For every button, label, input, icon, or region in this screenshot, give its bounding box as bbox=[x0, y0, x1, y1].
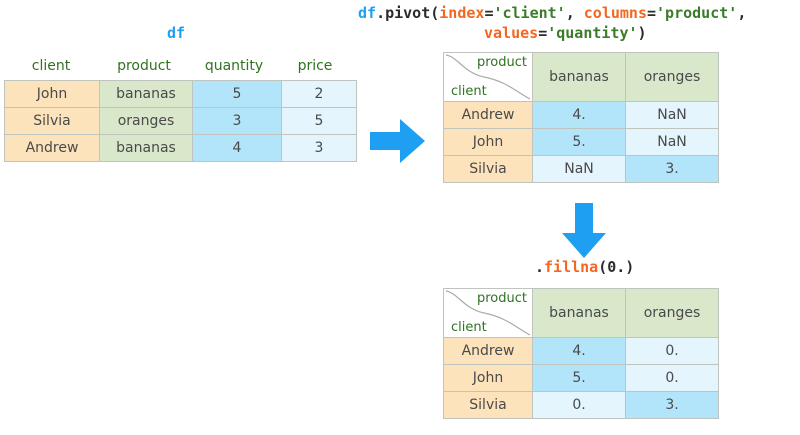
code-token: index bbox=[439, 4, 485, 22]
table-cell: John bbox=[4, 80, 100, 108]
index-cell: Silvia bbox=[443, 391, 533, 419]
pivot-corner-cell: product client bbox=[443, 288, 533, 338]
table-cell: NaN bbox=[625, 128, 719, 156]
table-cell: 0. bbox=[532, 391, 626, 419]
pivot-corner-cell: product client bbox=[443, 52, 533, 102]
index-cell: John bbox=[443, 128, 533, 156]
code-token: .pivot( bbox=[376, 4, 440, 22]
table-cell: 4. bbox=[532, 101, 626, 129]
table-cell: Andrew bbox=[4, 134, 100, 162]
table-cell: 3. bbox=[625, 391, 719, 419]
column-header-cell: bananas bbox=[532, 288, 626, 338]
corner-split: product client bbox=[444, 289, 532, 337]
df-column-header-price: price bbox=[297, 58, 333, 74]
column-header-cell: bananas bbox=[532, 52, 626, 102]
code-token: columns bbox=[583, 4, 647, 22]
table-cell: bananas bbox=[99, 134, 193, 162]
code-token: = bbox=[538, 24, 548, 42]
df-column-header-quantity: quantity bbox=[204, 58, 264, 74]
table-cell: 3. bbox=[625, 155, 719, 183]
corner-curve-icon bbox=[445, 54, 531, 100]
table-cell: 2 bbox=[281, 80, 357, 108]
df-column-header-product: product bbox=[117, 58, 171, 74]
df-title-label: df bbox=[166, 24, 186, 42]
code-token: , bbox=[565, 4, 584, 22]
corner-split: product client bbox=[444, 53, 532, 101]
table-cell: 5 bbox=[281, 107, 357, 135]
table-cell: 0. bbox=[625, 364, 719, 392]
table-cell: 3 bbox=[192, 107, 282, 135]
corner-index-label: client bbox=[451, 84, 487, 99]
code-token: 'client' bbox=[493, 4, 566, 22]
code-token: df bbox=[358, 4, 377, 22]
code-token: ) bbox=[637, 24, 647, 42]
corner-columns-label: product bbox=[476, 55, 527, 70]
table-cell: 4. bbox=[532, 337, 626, 365]
code-token: 'quantity' bbox=[547, 24, 638, 42]
table-cell: NaN bbox=[532, 155, 626, 183]
table-cell: bananas bbox=[99, 80, 193, 108]
table-cell: 0. bbox=[625, 337, 719, 365]
code-token: = bbox=[484, 4, 494, 22]
table-cell: 5. bbox=[532, 128, 626, 156]
code-token: fillna bbox=[544, 258, 599, 276]
table-cell: 3 bbox=[281, 134, 357, 162]
arrow-down-fillna-icon bbox=[562, 203, 606, 258]
code-token: (0.) bbox=[598, 258, 635, 276]
table-cell: Silvia bbox=[4, 107, 100, 135]
arrow-right-pivot-icon bbox=[370, 119, 425, 163]
table-cell: 4 bbox=[192, 134, 282, 162]
code-token: . bbox=[535, 258, 545, 276]
code-token: , bbox=[737, 4, 747, 22]
column-header-cell: oranges bbox=[625, 52, 719, 102]
index-cell: Andrew bbox=[443, 101, 533, 129]
pivot-code-line-2: values='quantity') bbox=[484, 24, 647, 42]
index-cell: John bbox=[443, 364, 533, 392]
pivot-code-line-1: df.pivot(index='client', columns='produc… bbox=[358, 4, 746, 22]
table-cell: oranges bbox=[99, 107, 193, 135]
corner-curve-icon bbox=[445, 290, 531, 336]
corner-columns-label: product bbox=[476, 291, 527, 306]
df-column-header-client: client bbox=[31, 58, 71, 74]
index-cell: Andrew bbox=[443, 337, 533, 365]
index-cell: Silvia bbox=[443, 155, 533, 183]
corner-index-label: client bbox=[451, 320, 487, 335]
table-cell: NaN bbox=[625, 101, 719, 129]
table-cell: 5 bbox=[192, 80, 282, 108]
code-token: 'product' bbox=[656, 4, 738, 22]
table-cell: 5. bbox=[532, 364, 626, 392]
column-header-cell: oranges bbox=[625, 288, 719, 338]
code-token: = bbox=[647, 4, 657, 22]
fillna-code-line-1: .fillna(0.) bbox=[535, 258, 634, 276]
code-token: values bbox=[484, 24, 539, 42]
